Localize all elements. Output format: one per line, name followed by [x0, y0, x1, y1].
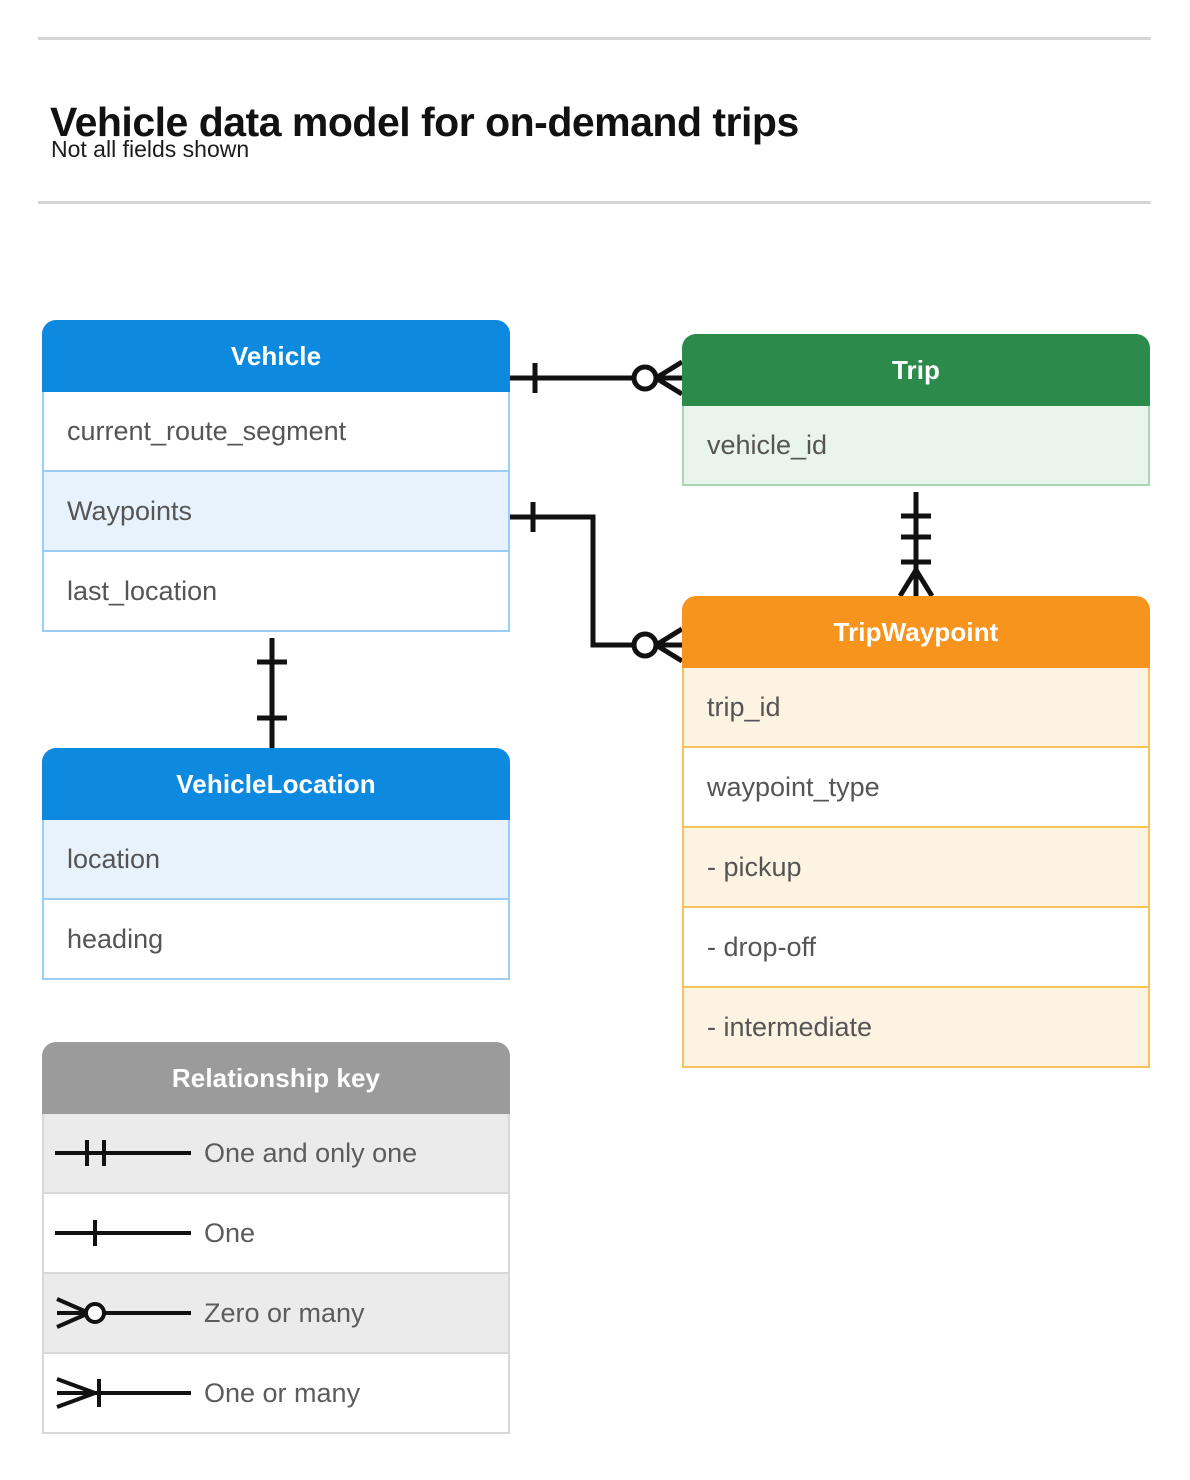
entity-vehicle-field-last_location[interactable]: last_location: [42, 552, 510, 632]
entity-vehicle-field-current_route_segment[interactable]: current_route_segment: [42, 392, 510, 472]
entity-tripwaypoint-value-drop-off[interactable]: - drop-off: [682, 908, 1150, 988]
entity-vehiclelocation[interactable]: VehicleLocation location heading: [42, 748, 510, 980]
legend-label-one: One: [204, 1217, 256, 1248]
one-and-only-one-icon: [44, 1114, 204, 1192]
entity-vehiclelocation-field-heading[interactable]: heading: [42, 900, 510, 980]
page-title: Vehicle data model for on-demand trips: [50, 99, 799, 146]
entity-tripwaypoint[interactable]: TripWaypoint trip_id waypoint_type - pic…: [682, 596, 1150, 1068]
connector-vehicle-trip: [510, 359, 684, 397]
legend-label-one-and-only-one: One and only one: [204, 1137, 418, 1168]
entity-vehiclelocation-field-location[interactable]: location: [42, 820, 510, 900]
entity-tripwaypoint-title: TripWaypoint: [682, 596, 1150, 668]
entity-tripwaypoint-value-intermediate[interactable]: - intermediate: [682, 988, 1150, 1068]
page-subtitle: Not all fields shown: [51, 136, 250, 162]
connector-trip-tripwaypoint: [897, 492, 935, 598]
connector-vehicle-vehiclelocation: [257, 638, 287, 748]
legend-label-zero-or-many: Zero or many: [204, 1297, 365, 1328]
relationship-key-title: Relationship key: [42, 1042, 510, 1114]
entity-trip-field-vehicle_id[interactable]: vehicle_id: [682, 406, 1150, 486]
entity-tripwaypoint-field-waypoint_type[interactable]: waypoint_type: [682, 748, 1150, 828]
legend-label-one-or-many: One or many: [204, 1377, 361, 1408]
entity-trip-title: Trip: [682, 334, 1150, 406]
legend-row-one: One: [42, 1194, 510, 1274]
legend-row-one-or-many: One or many: [42, 1354, 510, 1434]
entity-vehicle[interactable]: Vehicle current_route_segment Waypoints …: [42, 320, 510, 632]
entity-tripwaypoint-value-pickup[interactable]: - pickup: [682, 828, 1150, 908]
one-or-many-icon: [44, 1354, 204, 1432]
header-divider-top: [38, 37, 1151, 40]
zero-or-many-icon: [44, 1274, 204, 1352]
one-icon: [44, 1194, 204, 1272]
header-divider-bottom: [38, 201, 1151, 204]
entity-vehicle-title: Vehicle: [42, 320, 510, 392]
legend-row-one-and-only-one: One and only one: [42, 1114, 510, 1194]
connector-waypoints-tripwaypoint: [510, 502, 684, 664]
legend-row-zero-or-many: Zero or many: [42, 1274, 510, 1354]
entity-trip[interactable]: Trip vehicle_id: [682, 334, 1150, 486]
entity-vehiclelocation-title: VehicleLocation: [42, 748, 510, 820]
entity-vehicle-field-waypoints[interactable]: Waypoints: [42, 472, 510, 552]
relationship-key-legend: Relationship key One and only one: [42, 1042, 510, 1434]
entity-tripwaypoint-field-trip_id[interactable]: trip_id: [682, 668, 1150, 748]
